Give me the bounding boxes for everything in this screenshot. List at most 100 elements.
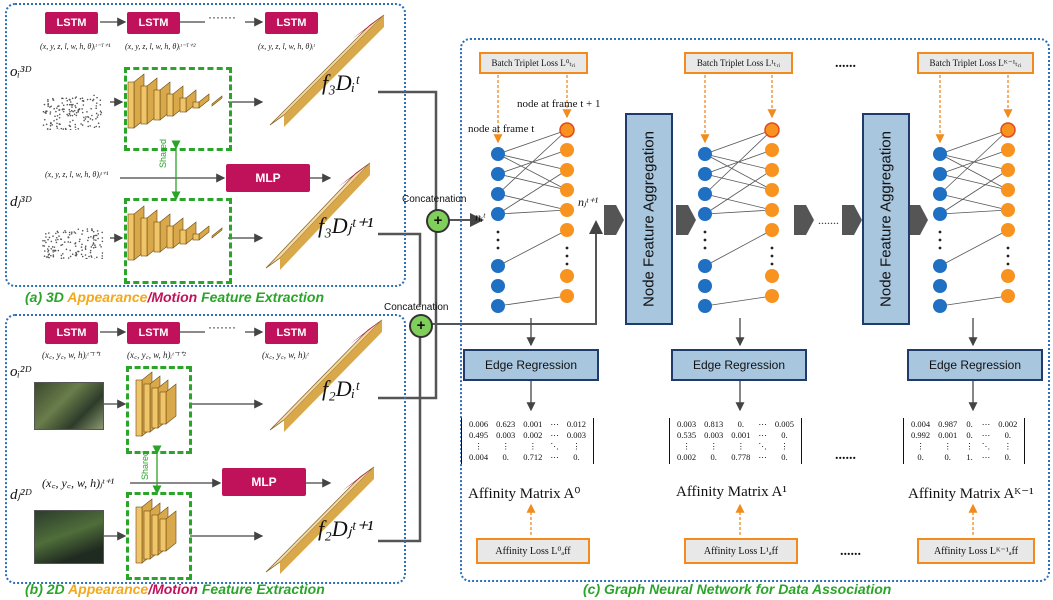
matrix-cell: ⋮ bbox=[682, 441, 691, 451]
node-label-nj: nⱼᵗ⁺¹ bbox=[578, 195, 599, 209]
point-cloud-point bbox=[94, 234, 96, 237]
node-ellipsis-dot bbox=[496, 238, 500, 242]
point-cloud-point bbox=[94, 246, 97, 249]
node-frame-t bbox=[933, 299, 947, 313]
point-cloud-point bbox=[82, 104, 85, 106]
node-frame-t1 bbox=[1001, 289, 1015, 303]
point-cloud-point bbox=[84, 254, 87, 256]
point-cloud-point bbox=[62, 97, 64, 100]
point-cloud-point bbox=[69, 241, 72, 244]
point-cloud-point bbox=[57, 249, 60, 252]
node-frame-t1 bbox=[560, 223, 574, 237]
point-cloud-point bbox=[69, 101, 72, 103]
node-frame-t1 bbox=[1001, 183, 1015, 197]
node-at-frame-t1-label: node at frame t + 1 bbox=[517, 98, 601, 110]
node-frame-t bbox=[933, 279, 947, 293]
graph-edge bbox=[704, 295, 773, 307]
point-cloud-point bbox=[62, 104, 65, 107]
point-cloud-point bbox=[83, 116, 85, 119]
point-cloud-point bbox=[97, 114, 100, 116]
point-cloud-point bbox=[60, 127, 63, 130]
point-cloud-point bbox=[74, 123, 77, 126]
point-cloud-point bbox=[68, 108, 71, 111]
point-cloud-point bbox=[95, 117, 97, 120]
point-cloud-point bbox=[54, 115, 56, 118]
graph-edge bbox=[939, 193, 1009, 211]
point-cloud-point bbox=[46, 128, 49, 130]
point-cloud-point bbox=[49, 128, 52, 130]
point-cloud-point bbox=[48, 236, 51, 239]
point-cloud-point bbox=[77, 127, 80, 130]
matrix-cell: ⋯ bbox=[550, 430, 559, 440]
point-cloud-point bbox=[66, 113, 68, 116]
node-frame-t bbox=[698, 207, 712, 221]
point-cloud-point bbox=[58, 113, 61, 116]
point-cloud-point bbox=[87, 120, 89, 123]
conv-block-face bbox=[143, 510, 151, 560]
point-cloud-point bbox=[55, 110, 57, 113]
point-cloud-point bbox=[58, 116, 61, 119]
point-cloud-point bbox=[99, 244, 101, 246]
node-label-ni: nᵢᵗ bbox=[475, 210, 485, 224]
point-cloud-point bbox=[87, 236, 90, 239]
point-cloud-point bbox=[101, 252, 104, 254]
point-cloud-point bbox=[70, 109, 73, 112]
caption-panel-b: (b) 2D Appearance/Motion Feature Extract… bbox=[25, 581, 325, 597]
node-frame-t1 bbox=[765, 289, 779, 303]
point-cloud-bottom bbox=[42, 228, 104, 259]
point-cloud-point bbox=[53, 107, 55, 110]
conv-block-face bbox=[179, 97, 187, 113]
point-cloud-point bbox=[90, 107, 92, 110]
mlp-block-a: MLP bbox=[226, 164, 310, 192]
point-cloud-point bbox=[45, 123, 48, 126]
conv-block-face bbox=[166, 93, 174, 117]
node-ellipsis-dot bbox=[1006, 254, 1010, 258]
point-cloud-point bbox=[47, 249, 50, 252]
matrix-cell: ⋯ bbox=[981, 452, 991, 462]
point-cloud-point bbox=[67, 236, 70, 238]
point-cloud-point bbox=[62, 110, 65, 113]
conv-block-face bbox=[151, 514, 159, 556]
node-frame-t bbox=[698, 147, 712, 161]
lstm-input-b1: (x꜀, y꜀, w, h)ᵢᵗ⁻ᵀ⁺¹ bbox=[42, 350, 101, 360]
matrix-cell: ⋮ bbox=[1003, 441, 1013, 451]
matrix-cell: 0. bbox=[781, 452, 788, 462]
point-cloud-point bbox=[69, 114, 72, 117]
node-frame-t bbox=[491, 187, 505, 201]
node-ellipsis-dot bbox=[703, 230, 707, 234]
feature-label-f3d-j: f₃Dⱼᵗ⁺¹ bbox=[318, 213, 374, 238]
point-cloud-point bbox=[42, 239, 44, 242]
point-cloud-point bbox=[93, 126, 96, 129]
point-cloud-point bbox=[86, 111, 88, 113]
node-frame-t bbox=[933, 259, 947, 273]
matrix-cell: ⋱ bbox=[758, 441, 767, 451]
graph-edge bbox=[497, 153, 568, 191]
node-frame-t1 bbox=[765, 203, 779, 217]
lstm-block-a3: LSTM bbox=[265, 12, 318, 34]
point-cloud-point bbox=[67, 241, 70, 243]
matrix-cell: 0.002 bbox=[677, 452, 697, 462]
point-cloud-point bbox=[101, 231, 104, 234]
panel-graph-neural-network bbox=[460, 38, 1050, 582]
matrix-cell: ⋯ bbox=[550, 419, 559, 429]
point-cloud-point bbox=[60, 238, 62, 240]
point-cloud-point bbox=[77, 111, 80, 113]
point-cloud-point bbox=[47, 251, 49, 253]
point-cloud-point bbox=[68, 112, 71, 115]
lstm-input-b3: (x꜀, y꜀, w, h)ᵢᵗ bbox=[262, 350, 309, 360]
point-cloud-point bbox=[45, 241, 47, 244]
matrix-cell: ⋯ bbox=[981, 419, 991, 429]
point-cloud-point bbox=[92, 99, 94, 102]
node-ellipsis-dot bbox=[770, 254, 774, 258]
point-cloud-point bbox=[43, 118, 46, 121]
point-cloud-point bbox=[58, 109, 61, 111]
point-cloud-point bbox=[47, 105, 49, 107]
node-feature-aggregation-2: Node Feature Aggregation bbox=[862, 113, 910, 325]
point-cloud-point bbox=[62, 108, 64, 110]
node-frame-t1 bbox=[1001, 223, 1015, 237]
point-cloud-point bbox=[58, 235, 60, 237]
point-cloud-point bbox=[98, 126, 101, 128]
node-frame-t1 bbox=[559, 122, 575, 138]
